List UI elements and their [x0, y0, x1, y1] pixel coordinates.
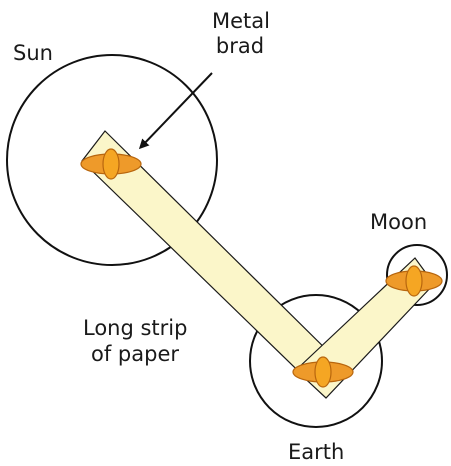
metal-brad-sun [80, 148, 142, 180]
metal-brad-moon [385, 265, 443, 297]
sun-label: Sun [13, 41, 53, 65]
metal-brad-earth [292, 356, 354, 388]
metal-brad-label-line1: Metal [212, 9, 270, 33]
moon-label: Moon [370, 210, 427, 234]
paper-strip-label-line2: of paper [91, 342, 179, 366]
brad-pointer-arrow [138, 72, 213, 150]
metal-brad-label-line2: brad [216, 34, 264, 58]
earth-label: Earth [288, 440, 344, 464]
paper-strip-label-line1: Long strip [83, 316, 187, 340]
